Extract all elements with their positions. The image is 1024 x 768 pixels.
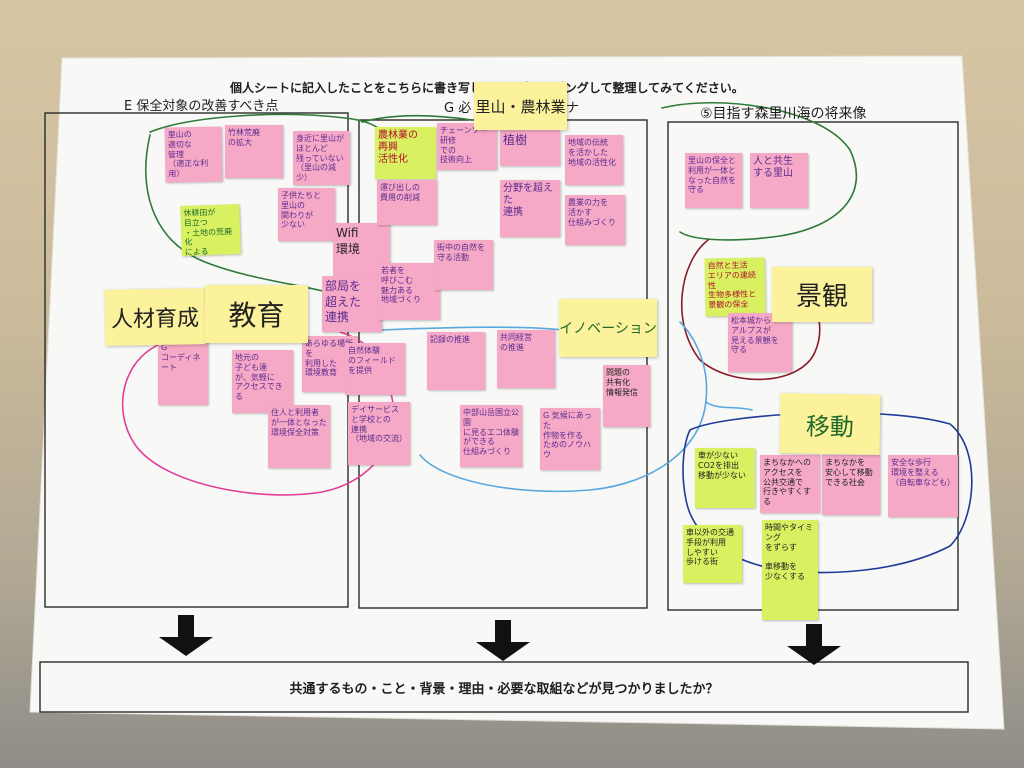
- down-arrow-icon: [787, 624, 841, 665]
- sticky-note: 安全な歩行 環境を整える （自転車なども）: [888, 455, 958, 517]
- marker-grouping-line: [144, 134, 353, 301]
- paper-sheet: [29, 55, 1005, 730]
- sticky-note: 竹林荒廃 の拡大: [225, 125, 283, 178]
- marker-grouping-line: [361, 114, 473, 123]
- sticky-note: 街中の自然を 守る活動: [434, 240, 493, 290]
- sticky-note: 農業の力を 活かす 仕組みづくり: [565, 195, 625, 245]
- column-title-g: G 必: [444, 101, 472, 116]
- group-label: イノベーション: [559, 299, 657, 357]
- sticky-note: 車が少ない CO2を排出 移動が少ない: [695, 448, 755, 508]
- sticky-note: まちなかへの アクセスを 公共交通で 行きやすくする: [760, 455, 820, 513]
- sticky-note: 住人と利用者 が一体となった 環境保全対策: [268, 405, 330, 468]
- sticky-note: 中部山岳国立公園 に見るエコ体験 ができる 仕組みづくり: [460, 405, 522, 467]
- sticky-note: まちなかを 安心して移動 できる社会: [822, 455, 880, 515]
- sticky-note: 里山の保全と 利用が一体と なった自然を 守る: [685, 153, 742, 208]
- sticky-note: 若者を 呼びこむ 魅力ある 地域づくり: [378, 263, 440, 320]
- sticky-note: 子供たちと 里山の 関わりが 少ない: [278, 188, 335, 241]
- footer-box: [39, 661, 969, 713]
- sticky-note: 松本城から アルプスが 見える景観を 守る: [728, 313, 792, 372]
- sticky-note: デイサービス と学校との 連携 （地域の交流）: [348, 402, 410, 465]
- sticky-note: 車以外の交通 手段が利用 しやすい 歩ける街: [683, 525, 742, 583]
- sticky-note: 問題の 共有化 情報発信: [603, 365, 650, 427]
- sticky-note: 運び出しの 費用の削減: [377, 180, 437, 225]
- sticky-note: G コーディネート: [158, 340, 208, 405]
- sticky-note: 里山の 適切な 管理 （適正な利用）: [164, 126, 223, 183]
- sticky-note: 地元の 子ども達 が、気軽に アクセスできる: [232, 350, 293, 413]
- sticky-note: 身近に里山が ほとんど 残っていない （里山の減少）: [293, 131, 350, 185]
- group-label: 人材育成: [104, 288, 206, 346]
- sticky-note: 自然と生活 エリアの連続性 生物多様性と 景観の保全: [704, 257, 766, 317]
- group-label: 教育: [205, 285, 308, 343]
- down-arrow-icon: [476, 620, 530, 661]
- sticky-note: 時間やタイミング をずらす 車移動を 少なくする: [762, 520, 818, 620]
- sticky-note: チェーンソー研修 での 技術向上: [437, 123, 497, 170]
- footer-question: 共通するもの・こと・背景・理由・必要な取組などが見つかりましたか？: [289, 682, 719, 697]
- group-label: 景観: [772, 267, 872, 322]
- sticky-note: 記録の推進: [427, 332, 485, 390]
- sticky-note: 共同経営 の推進: [497, 330, 555, 388]
- sticky-note: 休耕田が 目立つ ・土地の荒廃化 による 生物多様性の低下: [180, 203, 241, 257]
- sticky-note: 部局を 超えた 連携: [322, 276, 382, 332]
- down-arrow-icon: [159, 615, 213, 656]
- sticky-note: 植樹: [500, 130, 560, 166]
- marker-grouping-line: [661, 101, 858, 241]
- marker-grouping-line: [419, 321, 708, 493]
- column-title-g-tail: ナ: [566, 101, 580, 116]
- column-title-future: ⑤目指す森里川海の将来像: [700, 106, 867, 122]
- marker-grouping-line: [705, 401, 753, 411]
- marker-grouping-line: [331, 326, 563, 331]
- sticky-note: Wifi 環境: [333, 223, 390, 278]
- group-label: 移動: [779, 393, 881, 455]
- sticky-note: 農林業の 再興 活性化: [375, 127, 436, 179]
- group-label: 里山・農林業: [474, 82, 567, 130]
- sticky-note: G 気候にあった 作物を作る ためのノウハウ: [540, 408, 600, 470]
- column-title-e: E 保全対象の改善すべき点: [124, 99, 279, 114]
- sticky-note: 分野を超えた 連携: [500, 180, 560, 237]
- sticky-note: 地域の伝統 を活かした 地域の活性化: [565, 135, 623, 185]
- sticky-note: 自然体験 のフィールド を提供: [345, 343, 405, 395]
- sticky-note: 人と共生 する里山: [750, 153, 808, 208]
